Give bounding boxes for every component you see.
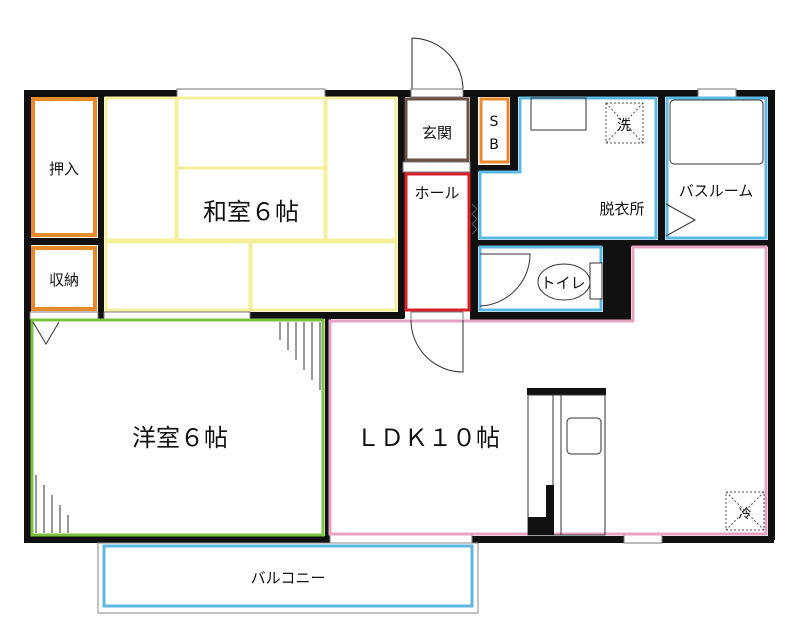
entrance-door bbox=[411, 37, 464, 93]
genkan-room bbox=[404, 97, 470, 162]
yoshitsu-label: 洋室６帖 bbox=[132, 424, 228, 452]
fridge-label: 冷 bbox=[738, 507, 751, 522]
datsuijo-label: 脱衣所 bbox=[599, 200, 644, 218]
oshiire-label: 押入 bbox=[49, 160, 79, 178]
shuno-label: 収納 bbox=[49, 271, 79, 289]
washitsu-room bbox=[104, 96, 398, 312]
sink bbox=[530, 97, 587, 131]
bathtub bbox=[669, 99, 764, 165]
folding-door bbox=[471, 203, 478, 235]
sb-label-top: S bbox=[490, 114, 499, 130]
washitsu-label: 和室６帖 bbox=[203, 198, 299, 226]
shuno-room bbox=[31, 246, 97, 311]
sb-label-bottom: B bbox=[489, 137, 499, 153]
yoshitsu-room bbox=[30, 318, 325, 537]
datsuijo-room bbox=[478, 96, 658, 240]
closet-door bbox=[32, 321, 60, 345]
genkan-label: 玄関 bbox=[422, 124, 452, 142]
bathroom-room bbox=[665, 96, 768, 240]
hall-door bbox=[410, 319, 464, 373]
balcony bbox=[102, 544, 474, 608]
toilet-room bbox=[478, 245, 603, 312]
ldk-label: ＬＤＫ１０帖 bbox=[356, 424, 500, 452]
fridge-space bbox=[725, 491, 765, 531]
toilet-door bbox=[479, 253, 531, 307]
hall-label: ホール bbox=[414, 184, 459, 202]
washer-space bbox=[605, 102, 644, 144]
hall-room bbox=[404, 172, 471, 312]
sb-closet bbox=[479, 97, 510, 164]
bathroom-label: バスルーム bbox=[679, 182, 754, 200]
washer-label: 洗 bbox=[617, 118, 631, 134]
kitchen-counter bbox=[527, 388, 606, 536]
toilet-tank bbox=[589, 262, 603, 300]
bathroom-door bbox=[665, 203, 697, 237]
balcony-label: バルコニー bbox=[251, 569, 326, 587]
toilet-label: トイレ bbox=[540, 274, 585, 292]
oshiire-room bbox=[31, 97, 97, 237]
